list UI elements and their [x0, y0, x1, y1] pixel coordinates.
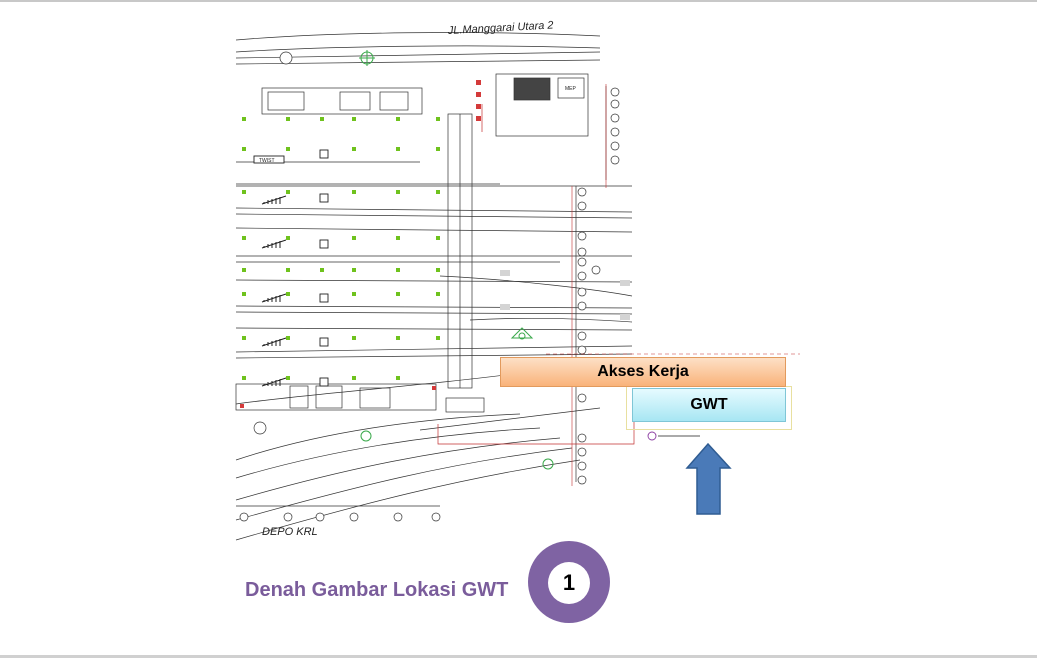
plan-marker-circle-legend	[647, 431, 700, 441]
floor-plan-drawing: JL.Manggarai Utara 2 DEPO KRL MEP TWIST	[235, 19, 800, 541]
plan-axis-bubbles	[239, 51, 620, 522]
number-badge-label: 1	[548, 562, 590, 604]
plan-green-symbols	[359, 50, 554, 470]
plan-grey-marks	[500, 270, 630, 320]
plan-grid-dimension-lines	[546, 84, 800, 486]
twist-label: TWIST	[259, 158, 275, 164]
street-label: JL.Manggarai Utara 2	[447, 19, 554, 37]
plan-red-accents	[240, 80, 481, 408]
plan-stairs	[261, 195, 287, 387]
bottom-border	[0, 655, 1037, 658]
plan-linework	[235, 32, 635, 541]
plan-small-boxes	[253, 149, 329, 387]
plan-column-markers	[242, 117, 440, 380]
gwt-label: GWT	[632, 388, 786, 422]
depot-label: DEPO KRL	[262, 526, 318, 538]
mep-label: MEP	[565, 86, 577, 92]
top-border	[0, 0, 1037, 2]
up-arrow-icon	[685, 442, 732, 515]
akses-kerja-label: Akses Kerja	[500, 357, 786, 387]
caption-title: Denah Gambar Lokasi GWT	[245, 579, 509, 601]
